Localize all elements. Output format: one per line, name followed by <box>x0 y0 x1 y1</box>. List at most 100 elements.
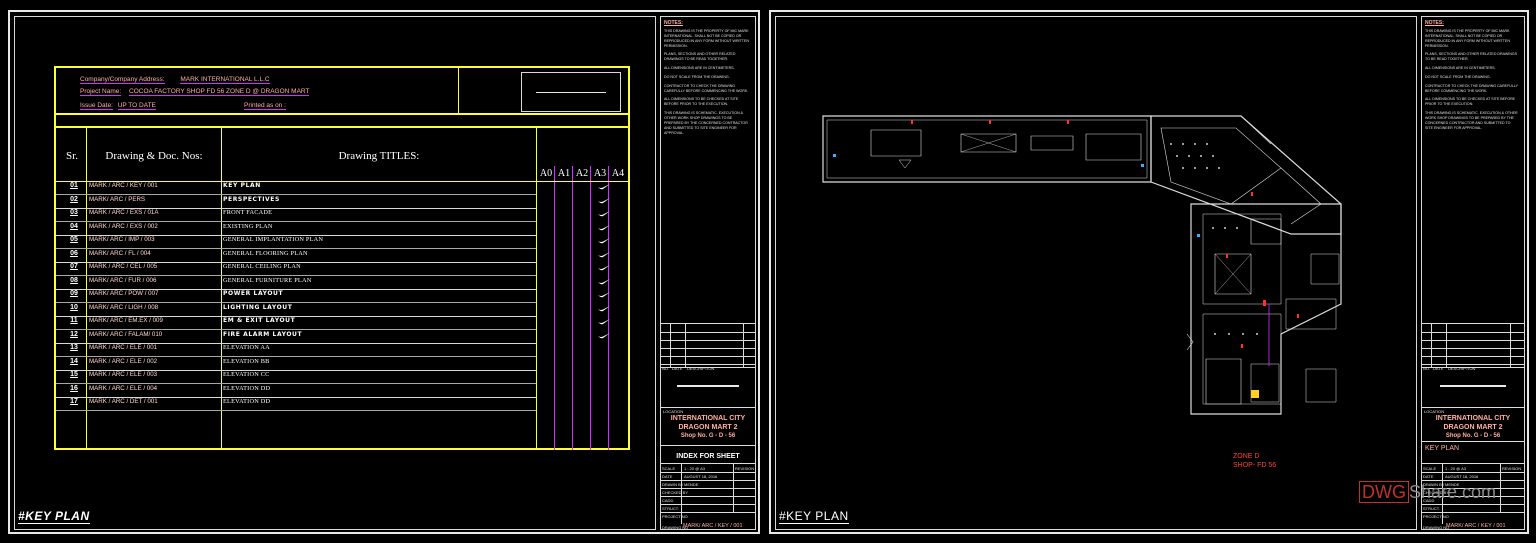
location-label: LOCATION <box>1424 409 1445 414</box>
row-drawing-no: MARK / ARC / DET / 001 <box>89 398 158 405</box>
scale-label: SCALE <box>1423 466 1437 471</box>
col-sr: Sr. <box>66 150 78 162</box>
zone-label: ZONE D SHOP- FD 56 <box>1233 453 1277 470</box>
row-title: ELEVATION CC <box>223 371 270 378</box>
row-sr: 16 <box>70 384 78 392</box>
scale-value: 1 : 20 @ A3 <box>1445 466 1466 471</box>
drawing-area-frame <box>775 16 1417 530</box>
project-label: Project Name: <box>80 88 122 96</box>
drawing-no: MARK/ ARC / KEY / 001 <box>1446 523 1506 529</box>
north-wing-outline <box>822 115 1152 183</box>
date-value: AUGUST 18, 2016 <box>1445 474 1479 479</box>
sheet-title: #KEY PLAN <box>779 509 849 524</box>
note-item: ALL DIMENSIONS ARE IN CENTIMETERS. <box>664 66 735 71</box>
row-sr: 11 <box>70 317 78 324</box>
col-a4: A4 <box>611 168 625 179</box>
col-a1: A1 <box>557 168 571 179</box>
row-title: FIRE ALARM LAYOUT <box>223 330 303 338</box>
company-label: Company/Company Address: <box>80 76 165 84</box>
project-no-label: PROJECT NO <box>662 514 688 519</box>
sheet-name: INDEX FOR SHEET <box>676 453 740 460</box>
rev-desc-label: DESCRIPTION <box>1448 366 1476 371</box>
note-item: THIS DRAWING IS SCHEMATIC. EXECUTION & O… <box>664 111 748 135</box>
title-block: NOTES: THIS DRAWING IS THE PROPERTY OF M… <box>1421 16 1525 530</box>
row-title: LIGHTING LAYOUT <box>223 303 293 311</box>
floor-plan <box>822 115 1342 415</box>
rev-date-label: DATE <box>672 366 683 371</box>
row-title: GENERAL FURNITURE PLAN <box>223 276 312 284</box>
row-drawing-no: MARK / ARC / ELE / 003 <box>89 371 158 378</box>
diagonal-wing-outline <box>1150 115 1342 235</box>
drawing-index-table: Company/Company Address: MARK INTERNATIO… <box>54 66 630 450</box>
checked-label: CHECKED BY <box>662 490 689 495</box>
title-block: NOTES: THIS DRAWING IS THE PROPERTY OF M… <box>660 16 756 530</box>
note-item: THIS DRAWING IS THE PROPERTY OF MIC MARK… <box>1425 29 1510 48</box>
drawing-no-label: DRAWING NO <box>662 525 689 530</box>
issue-value: UP TO DATE <box>117 102 156 110</box>
cad-label: CADD <box>1423 498 1435 503</box>
check-icon <box>598 292 610 298</box>
struct-label: STRUCT. <box>662 506 679 511</box>
location-text: INTERNATIONAL CITY DRAGON MART 2 Shop No… <box>670 415 746 439</box>
row-sr: 04 <box>70 222 78 230</box>
struct-label: STRUCT. <box>1423 506 1440 511</box>
table-row: 14 MARK / ARC / ELE / 002 ELEVATION BB <box>56 358 628 371</box>
rev-no-label: NO. <box>1423 366 1431 371</box>
row-title: ELEVATION BB <box>223 357 270 365</box>
row-drawing-no: MARK/ ARC / FL / 004 <box>89 249 151 257</box>
note-item: ALL DIMENSIONS TO BE CHECKED AT SITE BEF… <box>1425 97 1516 107</box>
notes-heading: NOTES: <box>1425 20 1444 26</box>
scale-label: SCALE <box>662 466 676 471</box>
issue-label: Issue Date: <box>80 102 113 110</box>
rev-desc-label: DESCRIPTION <box>687 366 715 371</box>
company-value: MARK INTERNATIONAL L.L.C <box>180 76 270 84</box>
cad-label: CADD <box>662 498 674 503</box>
south-wing-outline <box>1190 203 1342 415</box>
row-title: ELEVATION AA <box>223 344 270 351</box>
col-a3: A3 <box>593 168 607 179</box>
logo-box <box>521 72 621 112</box>
note-item: PLANS, SECTIONS AND OTHER RELATED DRAWIN… <box>1425 52 1518 62</box>
row-title: GENERAL IMPLANTATION PLAN <box>223 236 324 243</box>
date-label: DATE <box>662 474 673 479</box>
check-icon <box>598 278 610 284</box>
row-drawing-no: MARK / ARC / ELE / 002 <box>89 357 158 365</box>
check-icon <box>598 197 610 203</box>
rev-date-label: DATE <box>1433 366 1444 371</box>
row-sr: 17 <box>70 398 78 405</box>
row-drawing-no: MARK / ARC / ELE / 004 <box>89 384 158 392</box>
note-item: CONTRACTOR TO CHECK THE DRAWING CAREFULL… <box>1425 83 1518 93</box>
drawing-no-label: DRAWING NO <box>1423 525 1450 530</box>
row-sr: 14 <box>70 357 78 365</box>
check-icon <box>598 251 610 257</box>
check-icon <box>598 305 610 311</box>
check-icon <box>598 211 610 217</box>
notes-heading: NOTES: <box>664 20 683 26</box>
location-label: LOCATION <box>663 409 684 414</box>
row-drawing-no: MARK/ ARC / FUR / 006 <box>89 276 157 284</box>
note-item: ALL DIMENSIONS TO BE CHECKED AT SITE BEF… <box>664 97 739 107</box>
row-title: KEY PLAN <box>223 182 261 189</box>
row-title: FRONT FACADE <box>223 209 273 216</box>
sheet-name: KEY PLAN <box>1425 445 1460 452</box>
notes-list: THIS DRAWING IS THE PROPERTY OF MIC MARK… <box>1425 29 1519 135</box>
col-a0: A0 <box>539 168 553 179</box>
row-drawing-no: MARK/ ARC / EM.EX / 009 <box>89 317 163 324</box>
info-grid: SCALE 1 : 20 @ A3 REVISION DATE AUGUST 1… <box>661 464 755 524</box>
check-icon <box>598 224 610 230</box>
row-drawing-no: MARK / ARC / EXS / 002 <box>89 222 158 230</box>
note-item: DO NOT SCALE FROM THE DRAWING. <box>1425 74 1491 79</box>
note-item: DO NOT SCALE FROM THE DRAWING. <box>664 74 730 79</box>
date-label: DATE <box>1423 474 1434 479</box>
note-item: THIS DRAWING IS THE PROPERTY OF MIC MARK… <box>664 29 749 48</box>
